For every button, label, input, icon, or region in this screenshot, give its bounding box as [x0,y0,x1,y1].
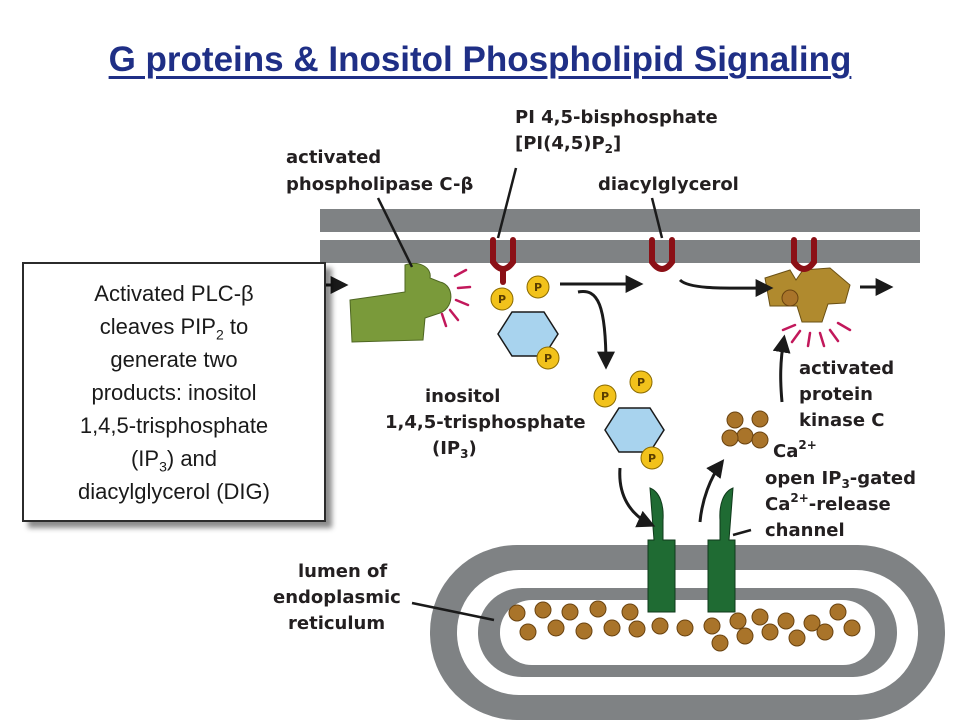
diacylglycerol-lipid [649,237,675,272]
calcium-label: Ca2+ [773,438,817,462]
protein-kinase-c [764,267,852,348]
pkc-calcium-ion [781,289,799,307]
phospholipase-c-beta [349,263,472,343]
pkc-bound-lipid [791,237,817,272]
channel-label-line1: open IP3-gated [765,468,916,491]
pip2-label-line2: [PI(4,5)P2] [515,133,621,156]
pip2-inositol-group: P P P [490,275,560,370]
phosphate-label: P [648,452,656,465]
er-label-line1: lumen of [298,561,387,582]
plc-label-line1: activated [286,147,381,168]
phosphate-label: P [601,390,609,403]
pathway-arrows [325,275,894,528]
er-calcium-ions [508,600,861,652]
pip2-label-line1: PI 4,5-bisphosphate [515,107,718,128]
slide-title: G proteins & Inositol Phospholipid Signa… [108,40,852,79]
plc-label-line2: phospholipase C-β [286,174,473,195]
dag-label: diacylglycerol [598,174,739,195]
pkc-label-line3: kinase C [799,410,885,431]
channel-label-line3: channel [765,520,845,541]
plasma-membrane [320,209,920,263]
pkc-label-line1: activated [799,358,894,379]
released-calcium-ions [721,410,769,449]
phosphate-label: P [637,376,645,389]
leader-lines [376,167,752,622]
ip3-label-line3: (IP3) [432,438,477,461]
pip2-lipid [490,237,516,285]
pkc-label-line2: protein [799,384,873,405]
ip3-label-line1: inositol [425,386,500,407]
callout-text: Activated PLC-β cleaves PIP2 to generate… [78,280,270,504]
ip3-label-line2: 1,4,5-trisphosphate [385,412,586,433]
channel-label-line2: Ca2+-release [765,491,891,515]
phosphate-label: P [544,352,552,365]
callout-box: Activated PLC-β cleaves PIP2 to generate… [22,262,326,522]
phosphate-label: P [534,281,542,294]
phosphate-label: P [498,293,506,306]
er-label-line2: endoplasmic [273,587,401,608]
ip3-molecule: P P P [593,370,665,470]
er-label-line3: reticulum [288,613,385,634]
